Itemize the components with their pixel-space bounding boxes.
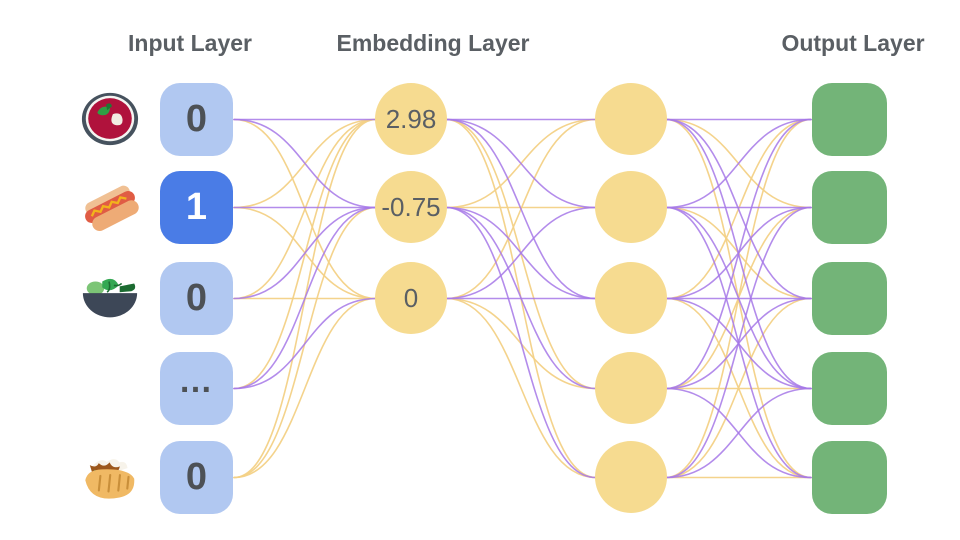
hidden-node — [595, 83, 667, 155]
output-node — [812, 83, 887, 156]
output-node — [812, 262, 887, 335]
embedding-node: -0.75 — [375, 171, 447, 243]
soup-bowl-icon — [79, 88, 141, 150]
embedding-node-value: 0 — [403, 282, 419, 313]
input-node: 0 — [160, 83, 233, 156]
input-node: 0 — [160, 262, 233, 335]
output-node — [812, 352, 887, 425]
input-node-label: 0 — [185, 98, 208, 140]
input-node-label: 0 — [185, 456, 208, 498]
input-node: 1 — [160, 171, 233, 244]
hidden-node — [595, 441, 667, 513]
stuffed-flatbread-icon — [79, 446, 141, 508]
embedding-node: 2.98 — [375, 83, 447, 155]
input-node: 0 — [160, 441, 233, 514]
input-node-label: 1 — [185, 186, 208, 228]
hot-dog-icon — [79, 176, 141, 238]
hidden-node — [595, 262, 667, 334]
output-node — [812, 171, 887, 244]
hidden-node — [595, 352, 667, 424]
embedding-node: 0 — [375, 262, 447, 334]
output-layer-title: Output Layer — [781, 30, 925, 56]
embedding-node-value: -0.75 — [381, 191, 441, 222]
output-node — [812, 441, 887, 514]
input-node: … — [160, 352, 233, 425]
input-layer-title: Input Layer — [128, 30, 252, 56]
hidden-node — [595, 171, 667, 243]
embedding-layer-title: Embedding Layer — [336, 30, 530, 56]
input-node-label: 0 — [185, 277, 208, 319]
green-salad-icon — [79, 267, 141, 329]
embedding-node-value: 2.98 — [385, 103, 437, 134]
